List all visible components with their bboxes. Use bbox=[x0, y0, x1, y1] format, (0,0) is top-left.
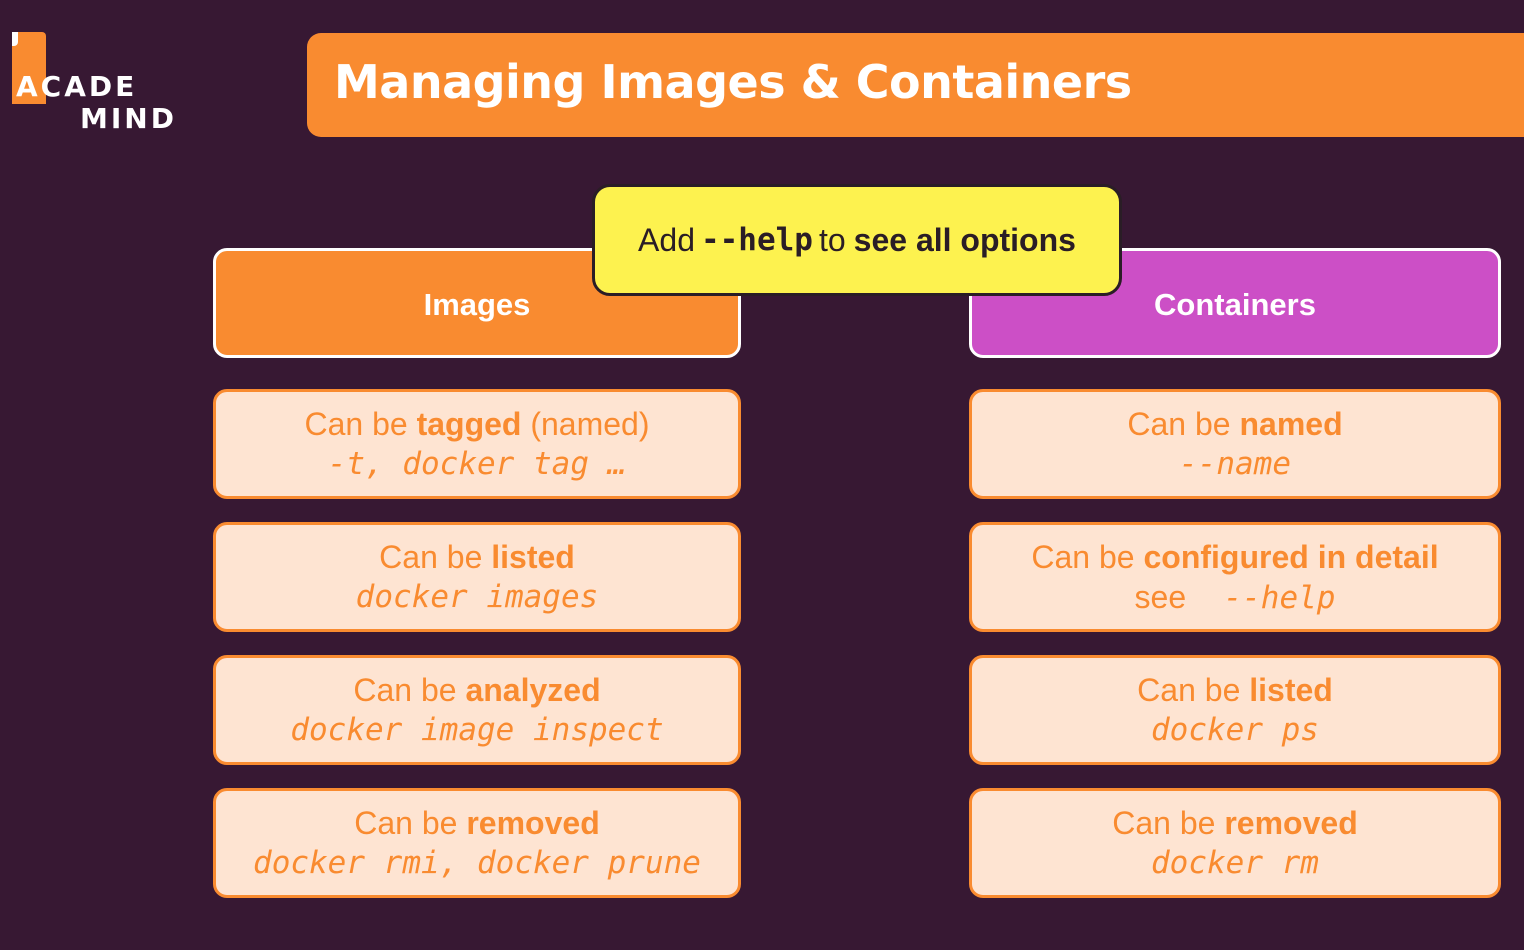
card-keyword: configured in detail bbox=[1143, 538, 1439, 575]
card-suffix: (named) bbox=[521, 406, 650, 442]
card-command: docker image inspect bbox=[290, 712, 664, 748]
card-prefix: Can be bbox=[354, 805, 458, 841]
card-command: -t, docker tag … bbox=[327, 446, 627, 482]
card-prefix: Can be bbox=[1127, 406, 1231, 442]
logo-line2: MIND bbox=[80, 102, 177, 135]
card-prefix: Can be bbox=[353, 672, 457, 708]
card-keyword: analyzed bbox=[465, 672, 601, 708]
containers-card-configured: Can be configured in detail see --help bbox=[969, 522, 1501, 632]
card-text: Can be removed bbox=[1112, 803, 1357, 843]
card-text: Can be removed bbox=[354, 803, 599, 843]
card-command: --name bbox=[1179, 446, 1291, 482]
card-command: docker images bbox=[355, 579, 599, 615]
card-keyword: removed bbox=[1224, 805, 1358, 841]
logo-flag-notch bbox=[12, 32, 18, 46]
card-keyword: named bbox=[1239, 406, 1343, 442]
card-text: Can be configured in detail bbox=[1031, 537, 1438, 577]
card-command: docker ps bbox=[1151, 712, 1319, 748]
images-card-listed: Can be listed docker images bbox=[213, 522, 741, 632]
containers-card-removed: Can be removed docker rm bbox=[969, 788, 1501, 898]
card-keyword: removed bbox=[466, 805, 600, 841]
tooltip-prefix: Add bbox=[638, 221, 695, 258]
title-banner: Managing Images & Containers bbox=[307, 33, 1524, 137]
logo-line1: ACADE bbox=[16, 70, 138, 103]
academind-logo: ACADE MIND bbox=[0, 30, 200, 140]
tooltip-code: --help bbox=[700, 222, 813, 258]
card-keyword: listed bbox=[1249, 672, 1333, 708]
card-command-prefix: see bbox=[1134, 578, 1187, 615]
card-command-value: --help bbox=[1223, 579, 1336, 616]
containers-header: Containers bbox=[969, 248, 1501, 358]
card-text: Can be analyzed bbox=[353, 670, 600, 710]
images-card-analyzed: Can be analyzed docker image inspect bbox=[213, 655, 741, 765]
card-prefix: Can be bbox=[1137, 672, 1241, 708]
card-command: docker rmi, docker prune bbox=[253, 845, 701, 881]
card-text: Can be listed bbox=[1137, 670, 1333, 710]
card-text: Can be tagged (named) bbox=[304, 404, 649, 444]
logo-flag-icon bbox=[12, 32, 46, 104]
card-command: see --help bbox=[1135, 577, 1336, 618]
tooltip-middle: to bbox=[818, 221, 846, 258]
card-text: Can be named bbox=[1127, 404, 1342, 444]
page-title: Managing Images & Containers bbox=[334, 55, 1132, 109]
containers-header-label: Containers bbox=[1154, 287, 1316, 322]
containers-card-named: Can be named --name bbox=[969, 389, 1501, 499]
help-tooltip: Add --help to see all options bbox=[592, 184, 1122, 296]
images-header-label: Images bbox=[423, 287, 531, 322]
card-prefix: Can be bbox=[1112, 805, 1216, 841]
card-keyword: listed bbox=[491, 539, 575, 575]
card-command: docker rm bbox=[1151, 845, 1319, 881]
card-text: Can be listed bbox=[379, 537, 575, 577]
images-card-removed: Can be removed docker rmi, docker prune bbox=[213, 788, 741, 898]
containers-card-listed: Can be listed docker ps bbox=[969, 655, 1501, 765]
card-prefix: Can be bbox=[379, 539, 483, 575]
tooltip-strong: see all options bbox=[853, 221, 1076, 258]
images-card-tagged: Can be tagged (named) -t, docker tag … bbox=[213, 389, 741, 499]
card-prefix: Can be bbox=[1031, 538, 1135, 575]
card-prefix: Can be bbox=[304, 406, 408, 442]
card-keyword: tagged bbox=[416, 406, 522, 442]
